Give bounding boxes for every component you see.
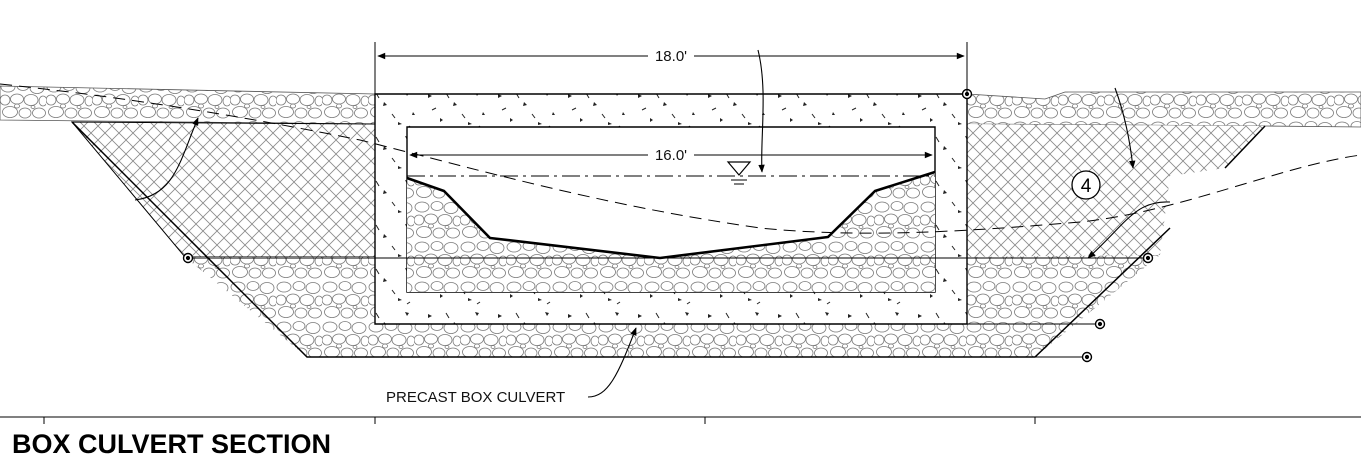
reference-lines (188, 257, 1148, 358)
leader-lines (134, 49, 1171, 398)
outer-width-label: 18.0' (655, 48, 687, 65)
inner-width-label: 16.0' (655, 147, 687, 164)
streambed-fill (406, 170, 936, 292)
backfill-right (967, 124, 1265, 257)
outer-width-dimension: 18.0' (374, 42, 968, 94)
title-border (0, 416, 1361, 424)
drawing-title: BOX CULVERT SECTION (12, 429, 331, 459)
backfill-left (70, 121, 376, 258)
callout-number: 4 (1081, 176, 1092, 197)
existing-ground-dashed-line (0, 83, 1361, 234)
culvert-label: PRECAST BOX CULVERT (386, 389, 565, 406)
water-surface-triangle-icon (726, 161, 752, 185)
ground-surface-left (0, 85, 376, 125)
inner-width-dimension: 16.0' (409, 147, 933, 164)
ground-surface-right (966, 91, 1361, 128)
detail-callout-bubble: 4 (1071, 170, 1101, 200)
